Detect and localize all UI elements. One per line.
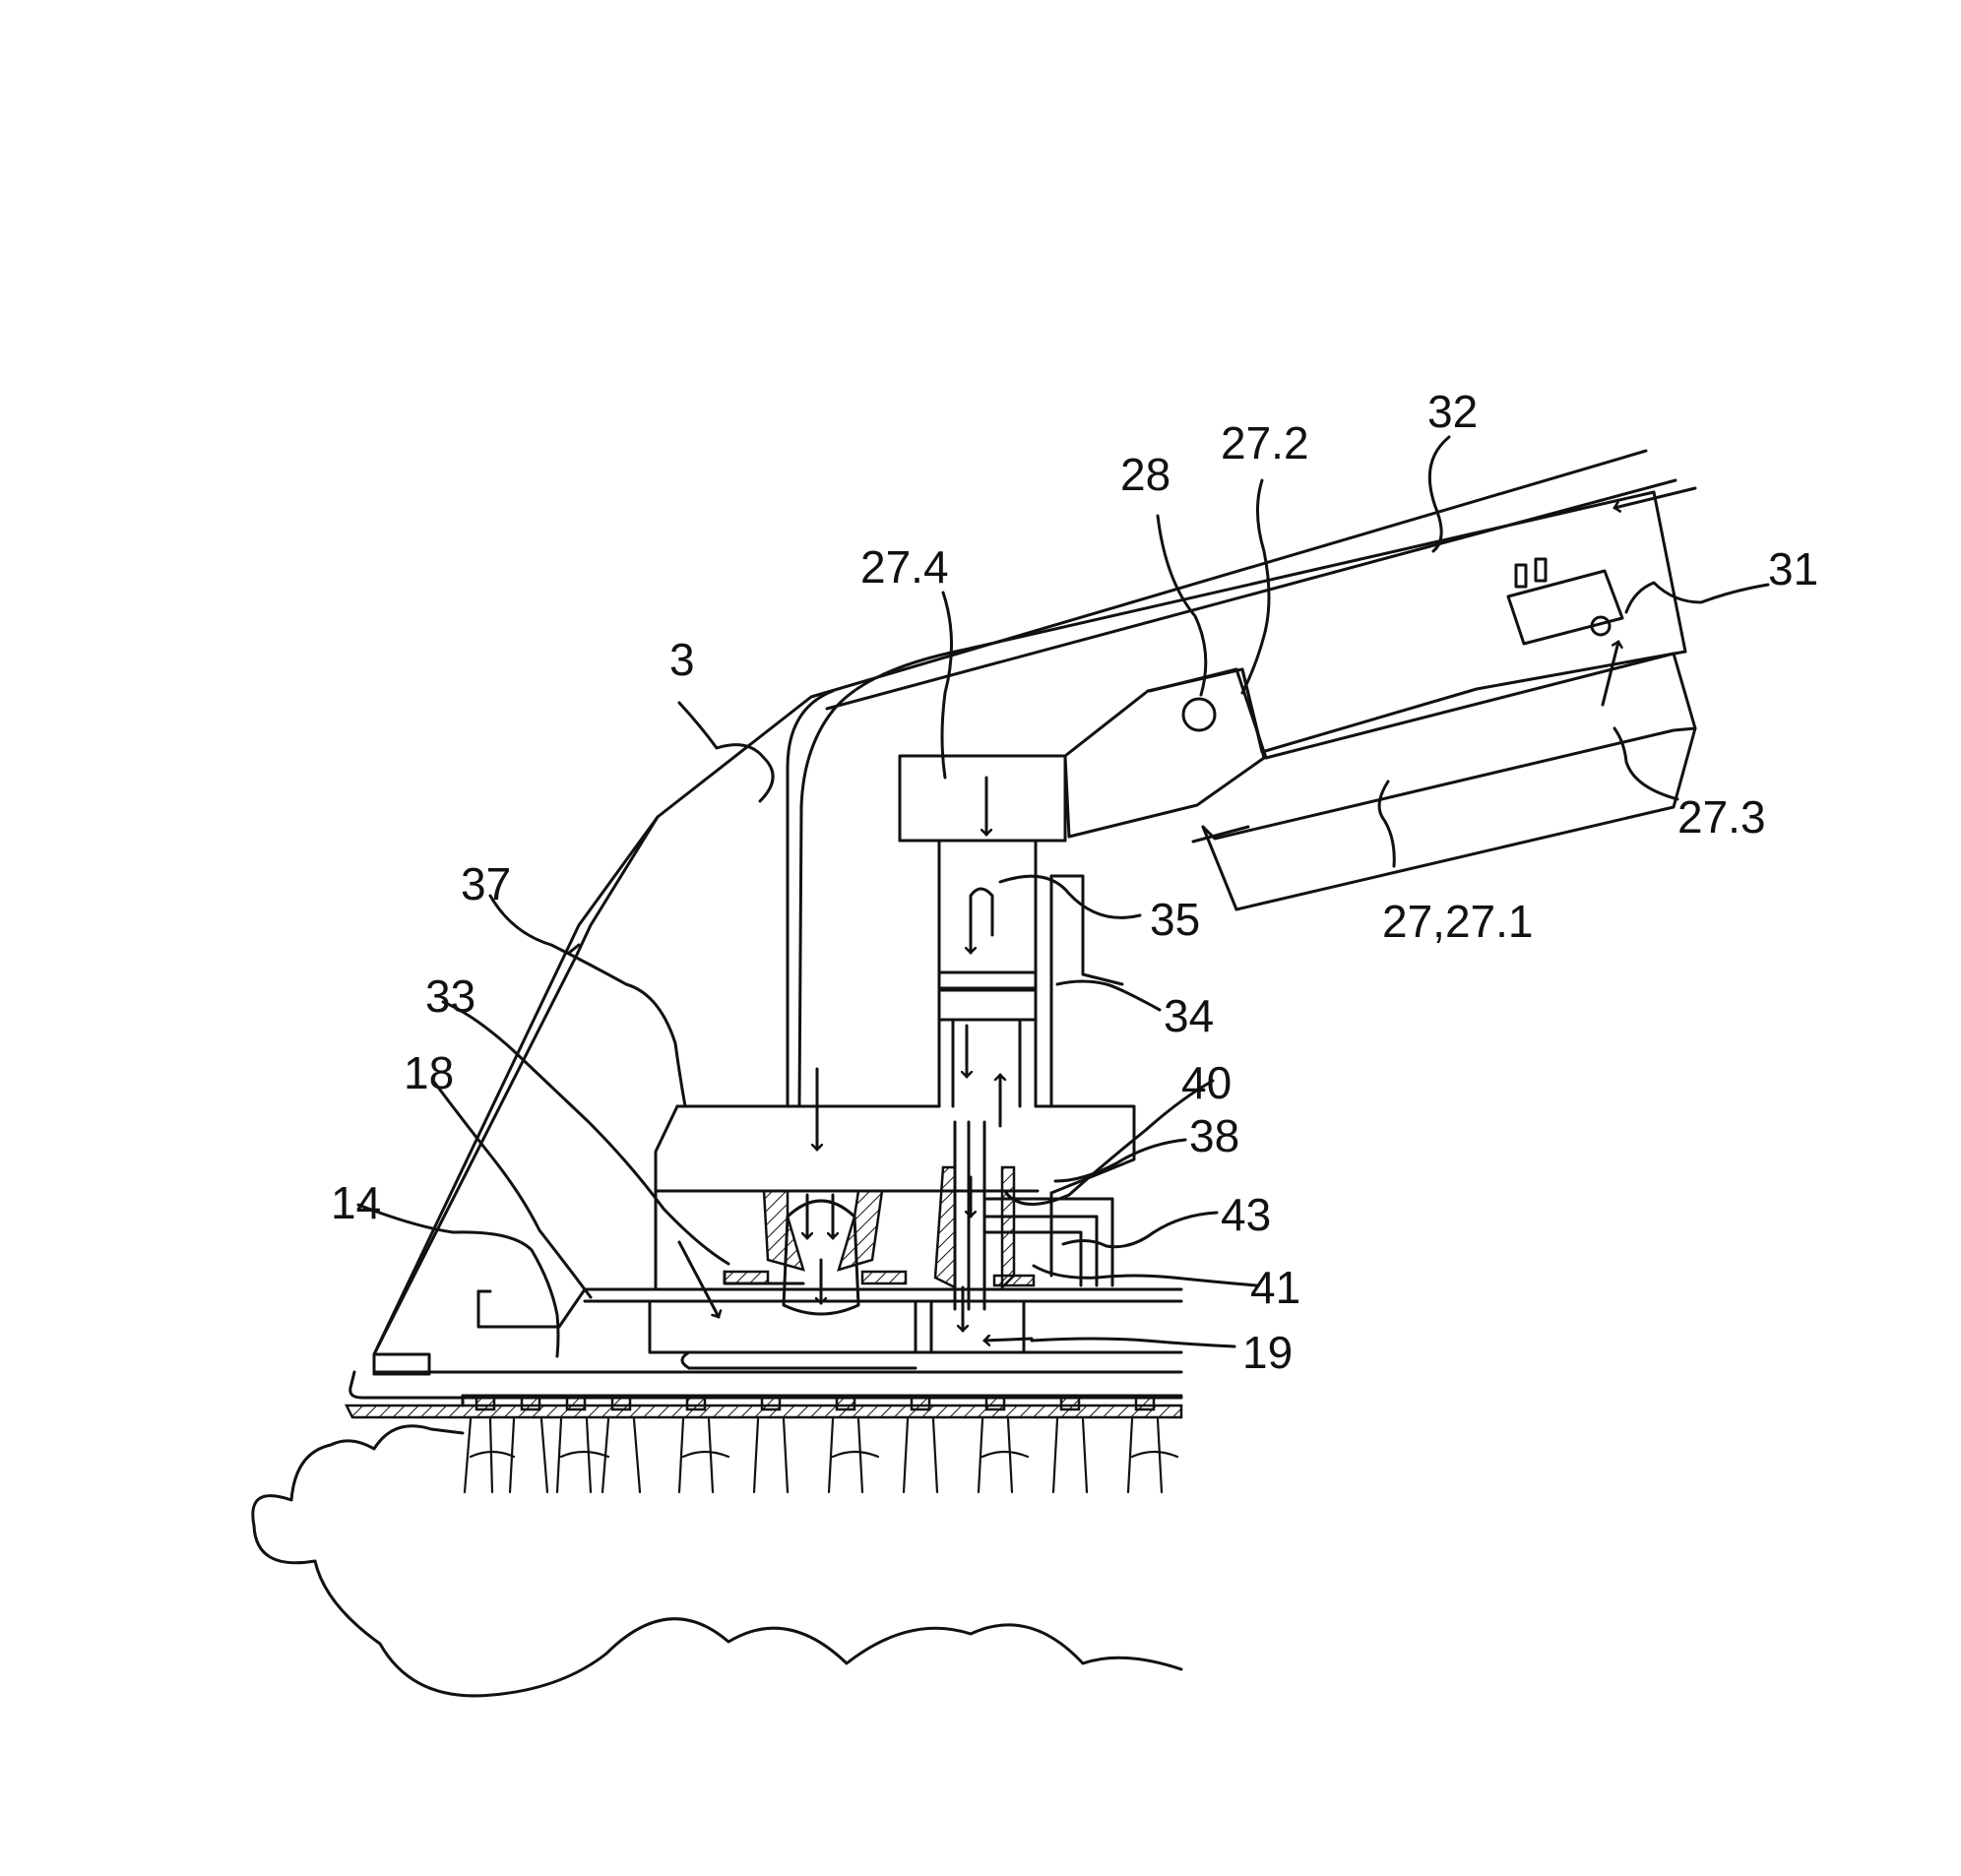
label-40: 40 [1181, 1057, 1232, 1108]
label-27-3: 27.3 [1677, 791, 1766, 843]
arrow-19 [984, 1339, 1032, 1341]
filler-circle-28 [1183, 699, 1215, 730]
label-19: 19 [1242, 1327, 1293, 1378]
steam-cloud [253, 1426, 1181, 1696]
label-18: 18 [404, 1047, 454, 1098]
label-41: 41 [1250, 1262, 1300, 1313]
label-34: 34 [1164, 990, 1214, 1041]
reference-labels: 32 27.2 28 31 27.4 3 27.3 35 27,27.1 37 … [331, 386, 1818, 1378]
label-27-2: 27.2 [1221, 417, 1309, 469]
label-37: 37 [461, 858, 511, 909]
arrow-u-turn [971, 889, 992, 951]
label-35: 35 [1150, 894, 1200, 945]
label-33: 33 [425, 970, 475, 1022]
label-31: 31 [1768, 543, 1818, 594]
label-3: 3 [669, 634, 695, 685]
label-27-4: 27.4 [860, 541, 949, 593]
label-43: 43 [1221, 1189, 1271, 1240]
pump-31 [1508, 559, 1622, 644]
steam-jets [465, 1419, 1177, 1492]
nozzle-33 [725, 1191, 906, 1314]
label-32: 32 [1427, 386, 1478, 437]
label-27-27-1: 27,27.1 [1382, 896, 1533, 947]
label-14: 14 [331, 1177, 381, 1228]
leader-lines [358, 437, 1768, 1356]
feed-channel [900, 756, 1122, 1106]
valve-38-40-41 [935, 1122, 1112, 1309]
arrow-pump [1603, 642, 1618, 705]
label-38: 38 [1189, 1110, 1239, 1161]
label-28: 28 [1120, 449, 1170, 500]
